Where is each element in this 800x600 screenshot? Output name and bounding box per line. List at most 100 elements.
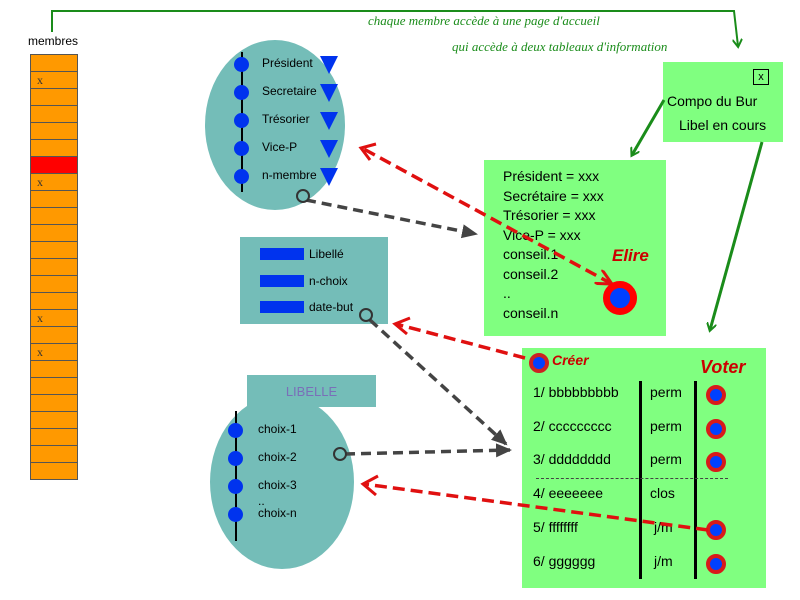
member-cell[interactable] (30, 395, 78, 412)
vote-row-status: perm (650, 451, 682, 467)
member-cell[interactable] (30, 378, 78, 395)
close-button[interactable]: x (753, 69, 769, 85)
n-choix-field-label: n-choix (309, 274, 348, 288)
choice-dot[interactable] (228, 451, 243, 466)
vote-button[interactable] (706, 452, 726, 472)
gray-roles-to-bureau (305, 198, 478, 239)
vote-button[interactable] (706, 520, 726, 540)
choice-label: choix-2 (258, 450, 297, 464)
vote-col-divider-2 (694, 381, 697, 579)
libelle-header-box: LIBELLE (247, 375, 376, 407)
dropdown-triangle-icon[interactable] (320, 84, 338, 102)
red-arrowhead-form (392, 316, 411, 336)
choice-label: choix-1 (258, 422, 297, 436)
home-page-box: x Compo du Bur Libel en cours (663, 62, 783, 142)
bureau-line: conseil.2 (503, 265, 559, 282)
home-line-1: Compo du Bur (667, 93, 758, 109)
roles-connector-handle[interactable] (296, 189, 310, 203)
vote-button[interactable] (706, 385, 726, 405)
vote-row-label: 6/ gggggg (533, 553, 596, 569)
vote-row-status: clos (650, 485, 675, 501)
member-cell[interactable] (30, 140, 78, 157)
member-cell[interactable] (30, 225, 78, 242)
red-arrowhead-choices (360, 474, 379, 497)
members-title: membres (28, 34, 79, 48)
libelle-title: LIBELLE (285, 384, 338, 399)
member-cell[interactable] (30, 463, 78, 480)
role-label: Trésorier (262, 112, 310, 126)
member-cell[interactable] (30, 242, 78, 259)
elire-button[interactable] (603, 281, 637, 315)
choice-dot[interactable] (228, 507, 243, 522)
green-home-to-vote (710, 141, 764, 330)
date-but-field-label: date-but (309, 300, 354, 314)
member-cell[interactable] (30, 157, 78, 174)
caption-line-2: qui accède à deux tableaux d'information (452, 39, 668, 54)
member-cell[interactable] (30, 123, 78, 140)
role-dot[interactable] (234, 141, 249, 156)
vote-row-status: j/m (654, 519, 673, 535)
member-cell[interactable]: x (30, 310, 78, 327)
member-cell[interactable] (30, 259, 78, 276)
member-cell[interactable]: x (30, 174, 78, 191)
gray-choices-to-vote (344, 443, 512, 458)
member-cell[interactable] (30, 429, 78, 446)
member-cell[interactable] (30, 191, 78, 208)
choice-dot[interactable] (228, 479, 243, 494)
choice-label: choix-n (258, 506, 297, 520)
libelle-field-label: Libellé (309, 247, 344, 261)
creer-button[interactable] (529, 353, 549, 373)
role-dot[interactable] (234, 113, 249, 128)
bureau-line: Vice-P = xxx (503, 226, 581, 243)
vote-button[interactable] (706, 554, 726, 574)
choice-label: choix-3 (258, 478, 297, 492)
role-dot[interactable] (234, 85, 249, 100)
role-dot[interactable] (234, 169, 249, 184)
vote-row-label: 1/ bbbbbbbbb (533, 384, 619, 400)
role-label: Secretaire (262, 84, 317, 98)
members-list: x x x x (30, 54, 78, 480)
dropdown-triangle-icon[interactable] (320, 56, 338, 74)
bureau-line: .. (503, 285, 511, 301)
dropdown-triangle-icon[interactable] (320, 112, 338, 130)
vote-row-label: 5/ ffffffff (533, 519, 578, 535)
member-cell[interactable]: x (30, 72, 78, 89)
vote-button[interactable] (706, 419, 726, 439)
member-cell[interactable] (30, 293, 78, 310)
choices-connector-handle[interactable] (333, 447, 347, 461)
vote-row-status: perm (650, 418, 682, 434)
choice-label: .. (258, 494, 265, 508)
member-cell[interactable] (30, 54, 78, 72)
member-cell[interactable] (30, 89, 78, 106)
home-line-2: Libel en cours (679, 117, 767, 133)
member-cell[interactable] (30, 208, 78, 225)
bureau-line: Trésorier = xxx (503, 207, 596, 223)
member-cell[interactable] (30, 106, 78, 123)
libelle-field[interactable] (260, 248, 304, 260)
n-choix-field[interactable] (260, 275, 304, 287)
dropdown-triangle-icon[interactable] (320, 168, 338, 186)
form-connector-handle[interactable] (359, 308, 373, 322)
vote-separator (536, 478, 728, 479)
vote-row-label: 2/ ccccccccc (533, 418, 612, 434)
member-cell[interactable] (30, 276, 78, 293)
choice-dot[interactable] (228, 423, 243, 438)
dropdown-triangle-icon[interactable] (320, 140, 338, 158)
member-cell[interactable] (30, 361, 78, 378)
member-cell-mark: x (37, 311, 43, 325)
red-arrowhead-roles (358, 142, 377, 161)
date-but-field[interactable] (260, 301, 304, 313)
vote-row-status: perm (650, 384, 682, 400)
member-cell[interactable]: x (30, 344, 78, 361)
member-cell[interactable] (30, 446, 78, 463)
member-cell[interactable] (30, 412, 78, 429)
bureau-line: conseil.1 (503, 246, 559, 262)
member-cell-mark: x (37, 175, 43, 189)
role-label: Président (262, 56, 313, 70)
vote-row-label: 3/ dddddddd (533, 451, 611, 467)
member-cell[interactable] (30, 327, 78, 344)
vote-row-status: j/m (654, 553, 673, 569)
role-dot[interactable] (234, 57, 249, 72)
